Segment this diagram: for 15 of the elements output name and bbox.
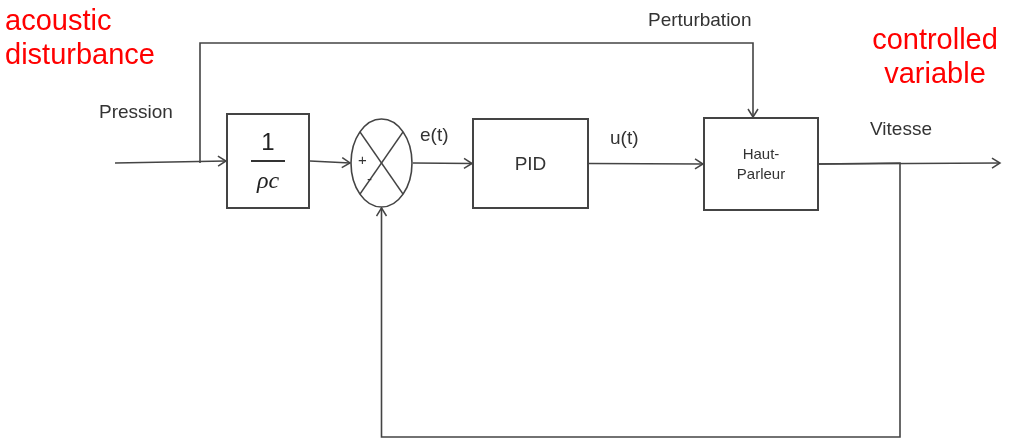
sign-label: + (358, 152, 367, 168)
block: PID (472, 118, 589, 209)
annotation: acoustic disturbance (5, 3, 156, 71)
annotation: controlled variable (871, 22, 999, 90)
denominator: ρc (256, 166, 280, 194)
arrow (588, 158, 704, 170)
arrow (114, 155, 227, 167)
sign-label: - (367, 171, 372, 187)
block: Haut- Parleur (703, 117, 819, 211)
transfer-function-block (226, 113, 310, 209)
arrow (412, 157, 473, 170)
numerator: 1 (261, 128, 275, 156)
arrow (199, 42, 759, 164)
arrow (375, 162, 901, 438)
arrow (309, 156, 351, 169)
